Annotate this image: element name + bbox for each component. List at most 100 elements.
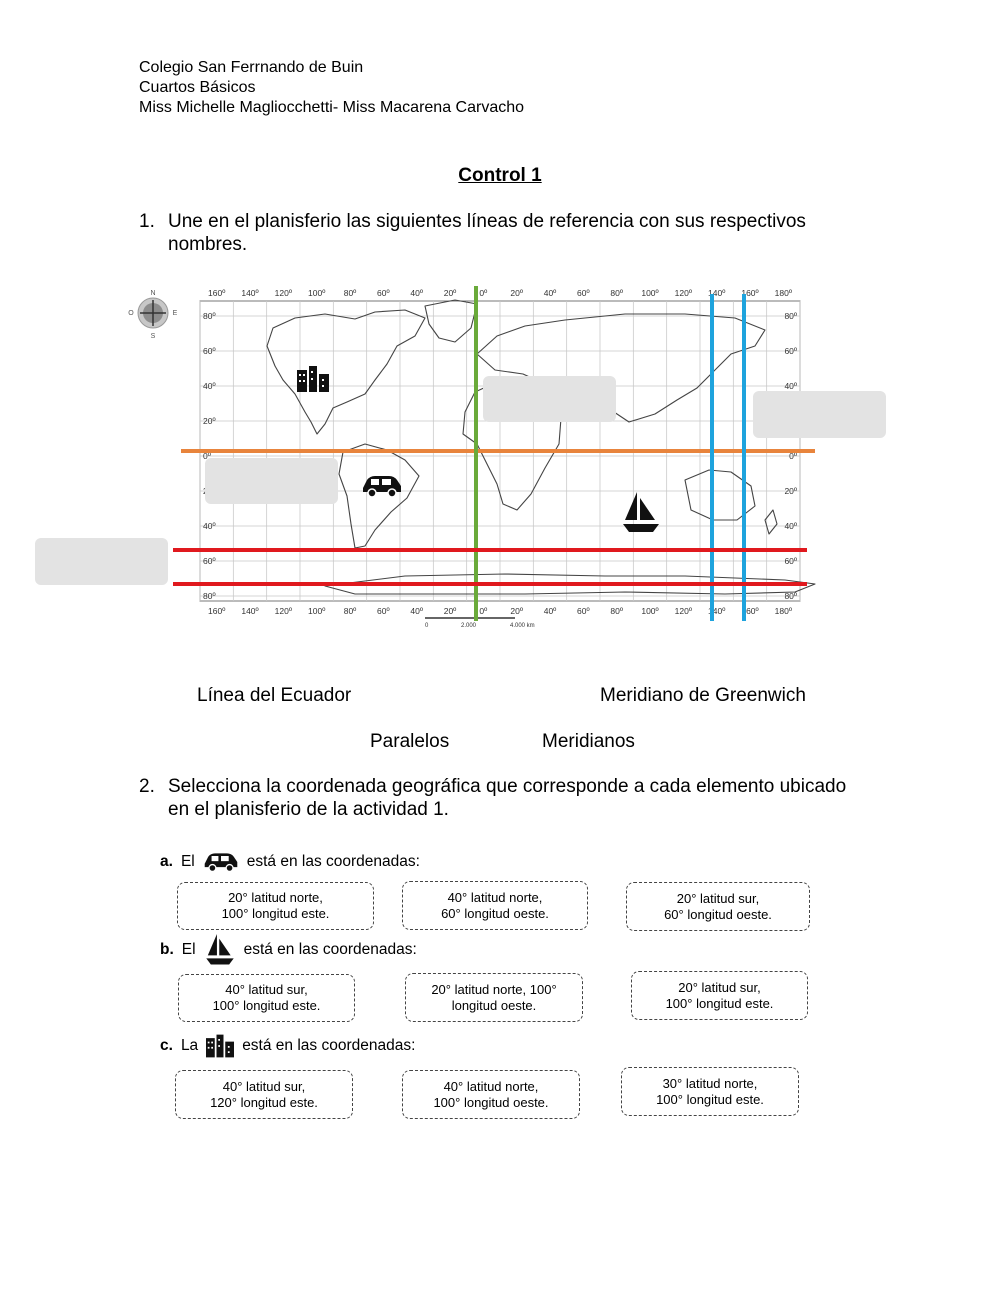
item-c-option-1[interactable]: 40° latitud sur, 120° longitud este. [175,1070,353,1119]
latitude-label: 0º [789,451,797,461]
longitude-label: 140º [241,288,258,298]
item-b-option-2[interactable]: 20° latitud norte, 100° longitud oeste. [405,973,583,1022]
longitude-label: 20º [510,606,523,616]
latitude-label: 80º [784,311,797,321]
latitude-label: 80º [784,591,797,601]
longitude-label: 100º [641,606,658,616]
latitude-label: 60º [784,556,797,566]
longitude-label: 40º [410,606,423,616]
latitude-label: 40º [203,521,216,531]
car-icon [204,853,238,873]
longitude-label: 60º [377,606,390,616]
drop-zone-4[interactable] [35,538,168,585]
item-c-letter: c. [160,1037,173,1054]
latitude-label: 60º [203,556,216,566]
car-icon [363,476,401,498]
item-a-article: El [180,853,195,870]
scale-label: 4.000 km [510,623,535,629]
item-c-option-2[interactable]: 40° latitud norte, 100° longitud oeste. [402,1070,580,1119]
longitude-label: 0º [479,288,487,298]
sailboat-icon [205,934,234,965]
school-name: Colegio San Ferrnando de Buin [139,59,364,76]
item-b-suffix: está en las coordenadas: [243,941,417,958]
north-america-outline [266,309,426,435]
city-icon [206,1034,235,1058]
longitude-label: 140º [708,606,725,616]
item-c-article: La [180,1037,199,1054]
item-c-option-2-text: 40° latitud norte, 100° longitud oeste. [433,1078,549,1110]
longitude-label: 160º [208,606,225,616]
latitude-label: 20º [784,486,797,496]
question-2-text: Selecciona la coordenada geográfica que … [168,776,847,820]
drop-zone-1[interactable] [483,376,616,422]
item-a-prompt: a. El está en las coordenadas: [160,850,420,874]
longitude-label: 120º [675,288,692,298]
longitude-label: 180º [775,288,792,298]
longitude-label: 60º [577,288,590,298]
australia-outline [684,469,756,521]
question-1: 1. Une en el planisferio las siguientes … [139,210,859,260]
map-svg: N S E O 80º 80º 60º 60º 40º 40º 20º 20º 0º 0º 20º 2… [128,286,816,629]
greenland-outline [424,299,478,343]
world-map: N S E O 80º 80º 60º 60º 40º 40º 20º 20º 0º 0º 20º 2… [125,284,825,629]
longitude-label: 80º [344,288,357,298]
item-c-suffix: está en las coordenadas: [242,1037,416,1054]
item-b-option-3[interactable]: 20° latitud sur, 100° longitud este. [631,971,808,1020]
drop-zone-2[interactable] [753,391,886,438]
longitude-label: 20º [510,288,523,298]
latitude-label: 20º [203,416,216,426]
longitude-label: 120º [675,606,692,616]
longitude-label: 100º [308,606,325,616]
item-a-option-1[interactable]: 20° latitud norte, 100° longitud este. [177,882,374,930]
latitude-label: 40º [784,521,797,531]
item-c-option-3-text: 30° latitud norte, 100° longitud este. [656,1075,764,1107]
item-a-option-2[interactable]: 40° latitud norte, 60° longitud oeste. [402,881,588,930]
item-b-option-2-text: 20° latitud norte, 100° longitud oeste. [431,981,557,1013]
longitude-label: 120º [275,606,292,616]
item-a-option-1-text: 20° latitud norte, 100° longitud este. [221,890,330,921]
scale-label: 0 [425,623,429,629]
label-equator[interactable]: Línea del Ecuador [197,685,352,706]
item-b-option-1[interactable]: 40° latitud sur, 100° longitud este. [178,974,355,1022]
item-a-option-3[interactable]: 20° latitud sur, 60° longitud oeste. [626,882,810,931]
item-b-prompt: b. El está en las coordenadas: [160,933,417,967]
drop-zone-3[interactable] [205,458,338,504]
latitude-label: 40º [203,381,216,391]
teachers: Miss Michelle Magliocchetti- Miss Macare… [139,99,525,116]
label-meridians[interactable]: Meridianos [542,731,635,752]
item-c-prompt: c. La está en las coordenadas: [160,1033,415,1059]
longitude-label: 0º [479,606,487,616]
longitude-label: 80º [344,606,357,616]
latitude-label: 40º [784,381,797,391]
city-icon [297,366,329,392]
longitude-label: 40º [544,288,557,298]
latitude-label: 60º [784,346,797,356]
longitude-label: 40º [544,606,557,616]
longitude-label: 100º [641,288,658,298]
longitude-label: 80º [610,606,623,616]
latitude-label: 0º [203,451,211,461]
longitude-label: 160º [741,606,758,616]
item-a-option-3-text: 20° latitud sur, 60° longitud oeste. [664,890,772,922]
label-greenwich[interactable]: Meridiano de Greenwich [600,685,806,706]
latitude-label: 60º [203,346,216,356]
page-title: Control 1 [458,165,542,186]
item-c-option-3[interactable]: 30° latitud norte, 100° longitud este. [621,1067,799,1116]
compass-icon: N S E O [128,290,177,340]
label-parallels[interactable]: Paralelos [370,731,450,752]
latitude-label: 80º [203,311,216,321]
item-a-option-2-text: 40° latitud norte, 60° longitud oeste. [441,889,549,921]
longitude-label: 140º [241,606,258,616]
item-b-letter: b. [160,941,174,958]
longitude-label: 140º [708,288,725,298]
longitude-label: 120º [275,288,292,298]
question-1-text: Une en el planisferio las siguientes lín… [168,211,806,255]
item-b-article: El [181,941,196,958]
longitude-label: 60º [377,288,390,298]
longitude-label: 60º [577,606,590,616]
new-zealand-outline [764,509,778,535]
question-1-number: 1. [139,211,155,232]
longitude-label: 160º [741,288,758,298]
grade-level: Cuartos Básicos [139,79,256,96]
svg-text:O: O [128,310,134,317]
